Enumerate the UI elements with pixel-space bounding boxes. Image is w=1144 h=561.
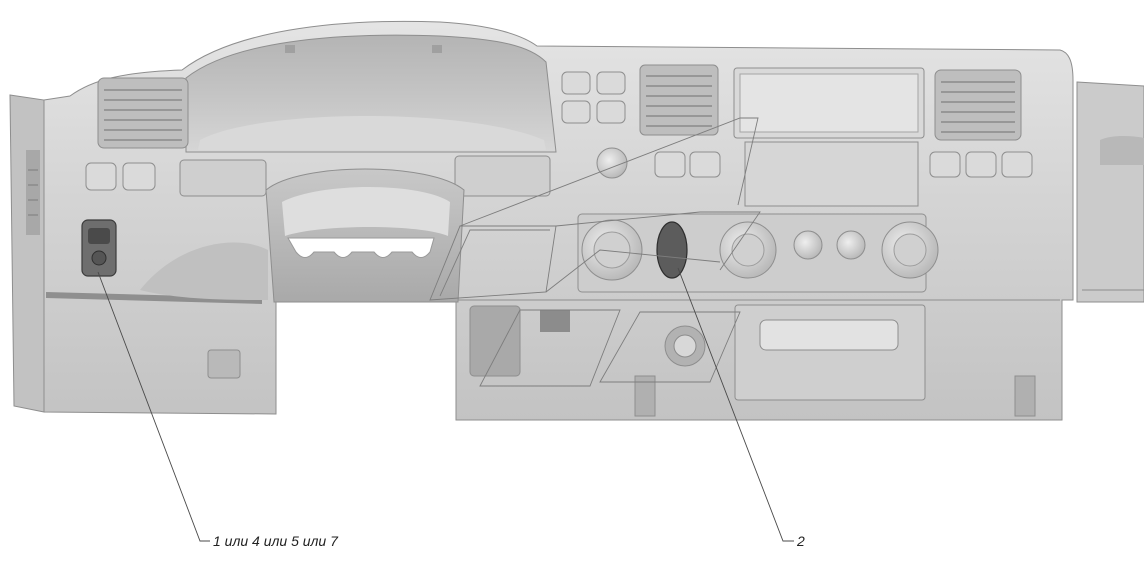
knee-gap <box>277 303 455 423</box>
right-end-panel <box>1076 81 1144 303</box>
left-knee-panel-edge <box>46 292 262 304</box>
center-button-pair <box>654 151 721 178</box>
left-air-vent <box>97 77 189 149</box>
center-left-blank-panel <box>454 155 551 197</box>
left-lower-tab <box>207 349 241 379</box>
small-knob-2 <box>836 230 866 260</box>
leader-line-1 <box>97 271 210 542</box>
lower-console <box>458 299 1060 417</box>
steering-column-shroud <box>265 168 465 303</box>
instrument-cluster <box>185 34 557 153</box>
left-button-1 <box>85 162 117 191</box>
left-blank-panel <box>179 159 267 197</box>
exploded-view-outlines <box>429 117 761 387</box>
small-knob-1 <box>793 230 823 260</box>
left-button-2 <box>122 162 156 191</box>
radio-slot <box>744 141 919 207</box>
left-knee-curve <box>140 242 268 300</box>
leader-line-2 <box>677 267 794 542</box>
light-switch-highlighted <box>81 219 117 277</box>
callout-label-2: 2 <box>796 533 805 549</box>
display-screen <box>739 73 919 133</box>
top-center-button-group <box>561 71 626 124</box>
right-air-vent <box>934 69 1022 141</box>
callout-label-1: 1 или 4 или 5 или 7 <box>213 533 339 549</box>
center-air-vent <box>639 64 719 136</box>
highlighted-switch-oval <box>656 221 688 279</box>
right-button-group <box>929 151 1033 178</box>
left-side-panel <box>9 94 45 413</box>
storage-slot <box>759 319 899 351</box>
